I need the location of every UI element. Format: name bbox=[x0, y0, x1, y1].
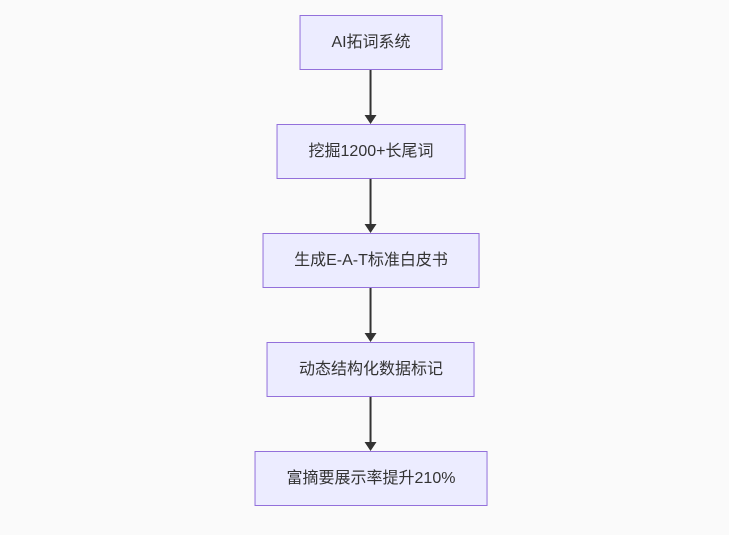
flow-node-label: 挖掘1200+长尾词 bbox=[308, 142, 434, 160]
flow-node-longtail-mining: 挖掘1200+长尾词 bbox=[276, 124, 466, 179]
arrow-shaft bbox=[370, 179, 372, 224]
arrow-down-icon bbox=[365, 442, 377, 451]
arrow-shaft bbox=[370, 70, 372, 115]
flow-node-rich-snippet-result: 富摘要展示率提升210% bbox=[254, 451, 488, 506]
flow-edge-b-c bbox=[365, 179, 377, 233]
flow-node-label: 生成E-A-T标准白皮书 bbox=[294, 251, 448, 269]
flow-node-label: 富摘要展示率提升210% bbox=[286, 469, 456, 487]
arrow-shaft bbox=[370, 397, 372, 442]
flow-edge-a-b bbox=[365, 70, 377, 124]
flow-node-ai-word-expansion: AI拓词系统 bbox=[299, 15, 443, 70]
flowchart: AI拓词系统 挖掘1200+长尾词 生成E-A-T标准白皮书 动态结构化数据标记… bbox=[254, 15, 488, 506]
flow-edge-c-d bbox=[365, 288, 377, 342]
flow-node-label: AI拓词系统 bbox=[331, 33, 411, 51]
arrow-shaft bbox=[370, 288, 372, 333]
flow-node-structured-data: 动态结构化数据标记 bbox=[266, 342, 475, 397]
flow-edge-d-e bbox=[365, 397, 377, 451]
arrow-down-icon bbox=[365, 333, 377, 342]
flow-node-label: 动态结构化数据标记 bbox=[298, 360, 443, 378]
arrow-down-icon bbox=[365, 115, 377, 124]
flow-node-eat-whitepaper: 生成E-A-T标准白皮书 bbox=[262, 233, 480, 288]
arrow-down-icon bbox=[365, 224, 377, 233]
